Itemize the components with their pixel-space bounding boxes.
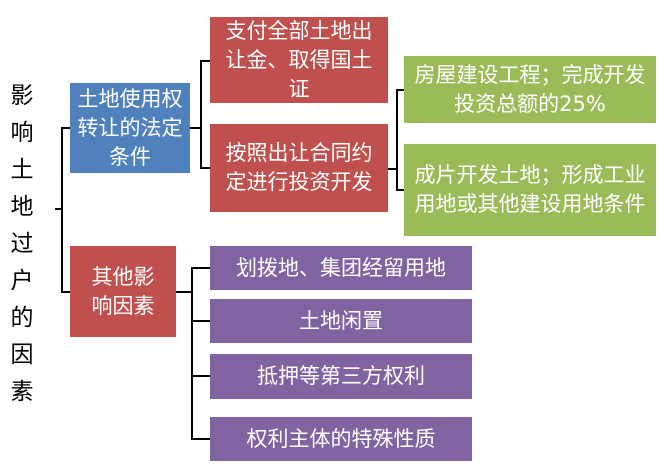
node-housing-construction: 房屋建设工程；完成开发投资总额的25% [404,56,656,123]
node-pay-land-fees: 支付全部土地出让金、取得国土证 [210,17,388,103]
node-legal-conditions: 土地使用权转让的法定条件 [70,83,190,173]
other-factors-bracket [176,267,210,440]
node-third-party-rights: 抵押等第三方权利 [210,354,472,399]
legal-conditions-bracket [190,60,210,169]
node-allocated-land: 划拨地、集团经留用地 [210,246,472,290]
investment-bracket [388,89,404,191]
node-other-factors: 其他影响因素 [70,246,176,337]
node-invest-per-contract: 按照出让合同约定进行投资开发 [210,124,388,212]
node-tract-development: 成片开发土地；形成工业用地或其他建设用地条件 [404,144,656,236]
diagram-title: 影响土地过户的因素 [10,83,34,405]
root-bracket [55,127,70,293]
node-idle-land: 土地闲置 [210,299,472,343]
node-special-entity: 权利主体的特殊性质 [210,417,472,461]
